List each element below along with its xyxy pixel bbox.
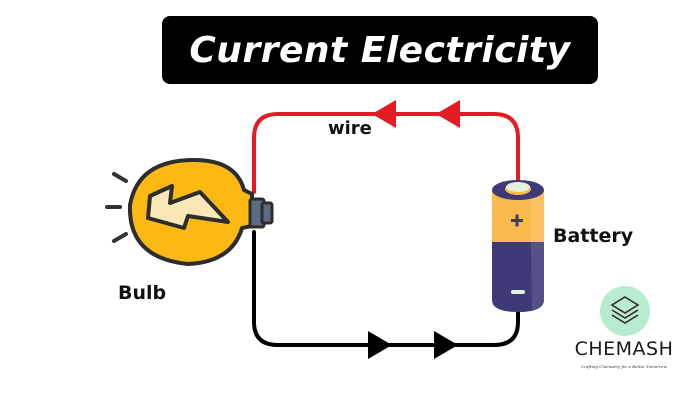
bulb-icon — [127, 158, 274, 266]
current-arrow-top-1 — [372, 100, 396, 128]
bulb-label: Bulb — [118, 282, 167, 304]
current-arrow-bottom-2 — [434, 331, 458, 359]
wire-label: wire — [328, 118, 372, 139]
battery-icon — [492, 180, 544, 312]
battery-label: Battery — [553, 225, 634, 247]
layers-icon — [610, 296, 640, 324]
logo-name: CHEMASH — [574, 338, 674, 360]
page-title: Current Electricity — [189, 29, 571, 71]
wire-bottom — [252, 230, 520, 347]
title-banner: Current Electricity — [162, 16, 598, 84]
current-arrow-top-2 — [436, 100, 460, 128]
wire-top — [252, 112, 520, 194]
current-arrow-bottom-1 — [368, 331, 392, 359]
chemash-logo: CHEMASH Crafting Chemistry for a Better … — [556, 284, 686, 380]
logo-circle — [600, 286, 650, 336]
logo-tagline: Crafting Chemistry for a Better Tomorrow — [581, 364, 667, 369]
light-rays-icon — [105, 172, 128, 243]
